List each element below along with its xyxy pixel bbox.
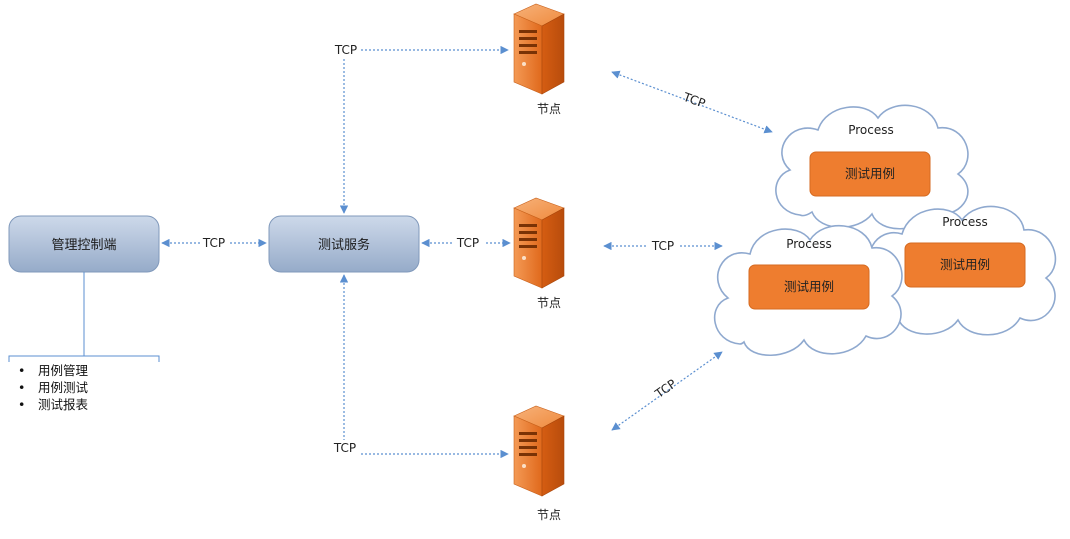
process-cloud-2: Process 测试用例 xyxy=(713,225,903,357)
link-service-node2: TCP xyxy=(421,235,511,250)
tcp-label: TCP xyxy=(334,43,357,57)
node-label: 节点 xyxy=(537,296,561,310)
server-node-1: 节点 xyxy=(513,3,565,116)
server-node-3: 节点 xyxy=(513,405,565,522)
tcp-label: TCP xyxy=(202,236,225,250)
testcase-label: 测试用例 xyxy=(845,166,895,181)
list-item: 用例测试 xyxy=(18,379,88,396)
link-service-node3: TCP xyxy=(330,274,509,459)
server-node-2: 节点 xyxy=(513,197,565,310)
process-label: Process xyxy=(786,237,832,251)
link-console-service: TCP xyxy=(161,235,267,250)
link-node3-cloud: TCP xyxy=(611,351,723,431)
testcase-box xyxy=(904,242,1026,288)
test-service-node: 测试服务 xyxy=(268,215,420,273)
tcp-label: TCP xyxy=(456,236,479,250)
test-service-label: 测试服务 xyxy=(318,237,370,253)
process-cloud-1: Process 测试用例 xyxy=(775,104,969,230)
console-label: 管理控制端 xyxy=(51,238,116,253)
link-node2-cloud: TCP xyxy=(603,238,723,253)
console-feature-list: 用例管理 用例测试 测试报表 xyxy=(18,362,88,413)
testcase-label: 测试用例 xyxy=(784,279,834,294)
tcp-label: TCP xyxy=(681,90,708,111)
list-item: 测试报表 xyxy=(18,396,88,413)
testcase-box xyxy=(748,264,870,310)
console-node: 管理控制端 xyxy=(8,215,160,273)
process-cloud-3: Process 测试用例 xyxy=(865,205,1057,336)
list-item: 用例管理 xyxy=(18,362,88,379)
process-label: Process xyxy=(942,215,988,229)
tcp-label: TCP xyxy=(651,239,674,253)
node-label: 节点 xyxy=(537,102,561,116)
link-node1-cloud: TCP xyxy=(611,70,773,134)
testcase-box xyxy=(809,151,931,197)
link-service-node1: TCP xyxy=(331,42,509,214)
tcp-label: TCP xyxy=(652,377,679,402)
tcp-label: TCP xyxy=(333,441,356,455)
testcase-label: 测试用例 xyxy=(940,257,990,272)
node-label: 节点 xyxy=(537,508,561,522)
process-label: Process xyxy=(848,123,894,137)
console-feature-bracket xyxy=(8,272,160,362)
